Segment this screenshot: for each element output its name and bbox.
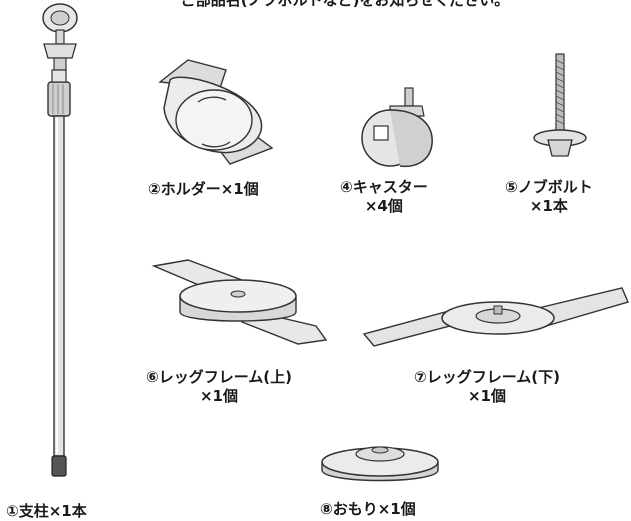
knob-bolt-illustration [528,52,592,164]
leg-frame-upper-label-line1: ⑥レッグフレーム(上) [146,368,292,386]
knob-bolt-label-line1: ⑤ノブボルト [505,178,593,196]
part-label-caster: ④キャスター ×4個 [340,178,428,216]
pole-illustration [20,0,90,480]
leg-frame-lower-illustration [360,282,631,350]
header-note: ご部品名(ノブボルトなど)をお知らせください。 [180,0,510,9]
weight-illustration [318,432,442,488]
leg-frame-upper-label-line2: ×1個 [199,387,238,405]
leg-frame-lower-label-line1: ⑦レッグフレーム(下) [414,368,560,386]
leg-frame-upper-illustration [148,256,336,348]
caster-illustration [360,86,440,170]
caster-label-line2: ×4個 [364,197,403,215]
part-label-pole: ①支柱×1本 [6,502,87,520]
leg-frame-lower-label-line2: ×1個 [467,387,506,405]
caster-label-line1: ④キャスター [340,178,428,196]
part-label-weight: ⑧おもり×1個 [320,500,416,518]
part-label-holder: ②ホルダー×1個 [148,180,259,198]
part-label-leg-frame-lower: ⑦レッグフレーム(下) ×1個 [414,368,560,406]
part-label-knob-bolt: ⑤ノブボルト ×1本 [505,178,593,216]
part-label-leg-frame-upper: ⑥レッグフレーム(上) ×1個 [146,368,292,406]
knob-bolt-label-line2: ×1本 [529,197,568,215]
holder-illustration [148,52,283,167]
